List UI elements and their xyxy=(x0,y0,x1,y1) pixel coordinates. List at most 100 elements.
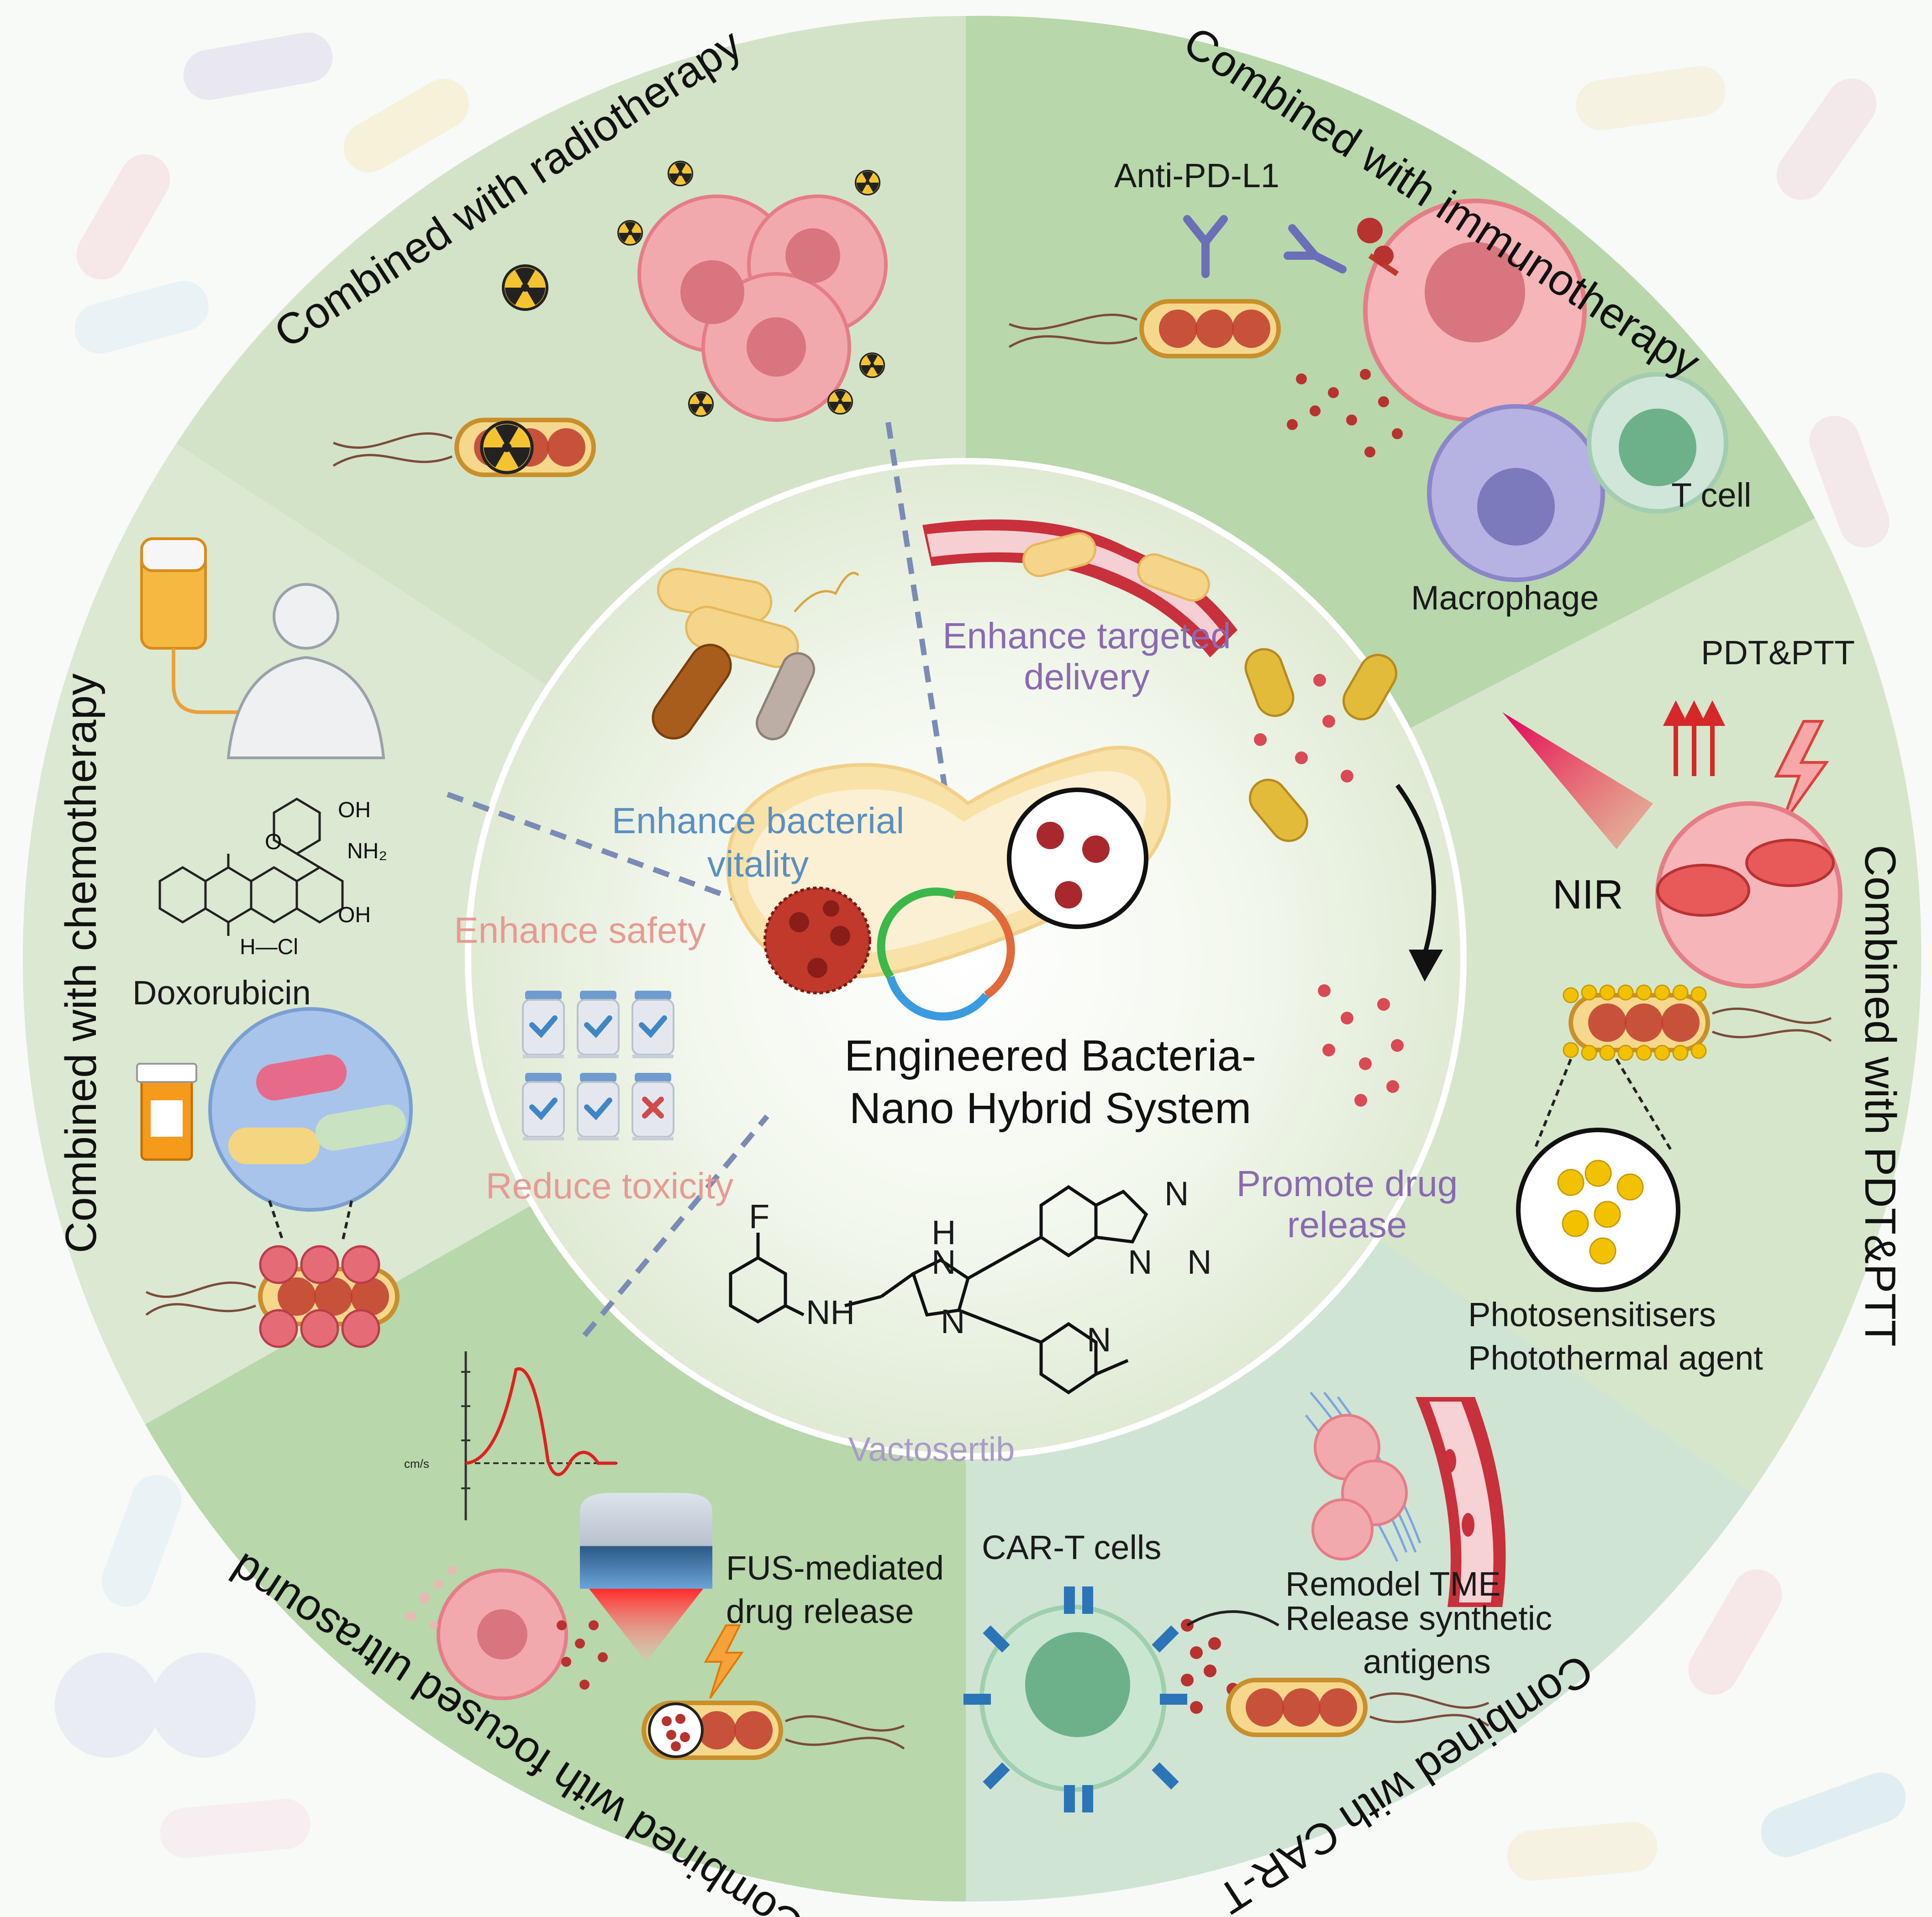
tumor-cell-pdt xyxy=(1655,801,1843,988)
chemotherapy-illustration xyxy=(136,537,413,1348)
label-oxygen-ring: O xyxy=(265,830,282,854)
cart-illustration xyxy=(963,1392,1506,1812)
cytokines xyxy=(1287,369,1403,457)
radiation-icon xyxy=(503,266,547,310)
label-hcl: H—Cl xyxy=(240,935,298,959)
drug-release-dots xyxy=(557,1620,608,1690)
car-t-cell xyxy=(963,1586,1187,1812)
bacterium-cart xyxy=(1228,1680,1490,1735)
atom-n-pyridine: N xyxy=(1087,1321,1111,1359)
nano-aggregate xyxy=(763,887,871,994)
label-doxorubicin: Doxorubicin xyxy=(132,974,311,1012)
label-remodel-tme: Remodel TME xyxy=(1285,1565,1501,1603)
bacterium-chemo xyxy=(145,1245,397,1348)
label-anti-pd-l1: Anti-PD-L1 xyxy=(1114,157,1279,194)
label-enhance-targeted-1: Enhance targeted xyxy=(942,615,1231,656)
label-vactosertib: Vactosertib xyxy=(848,1430,1015,1468)
zoom-lines-pdt xyxy=(1533,1058,1673,1151)
label-fus-line2: drug release xyxy=(726,1592,914,1630)
label-photosensitisers: Photosensitisers xyxy=(1468,1296,1716,1334)
label-t-cell: T cell xyxy=(1671,476,1751,514)
tumor-cluster-cart xyxy=(1311,1414,1408,1560)
macrophage-cell xyxy=(1427,404,1605,582)
arrow-cart xyxy=(1186,1610,1279,1627)
label-pdt-ptt-tag: PDT&PTT xyxy=(1701,634,1855,672)
label-enhance-vitality-1: Enhance bacterial xyxy=(612,800,904,841)
inner-dividers xyxy=(446,422,957,1337)
heat-arrows xyxy=(1663,700,1726,776)
label-nir: NIR xyxy=(1553,872,1623,918)
vitality-bacteria xyxy=(652,567,859,741)
safety-vials xyxy=(522,990,674,1141)
atom-f: F xyxy=(749,1197,769,1235)
bacterium-pdt xyxy=(1563,984,1832,1061)
plasmid-icon xyxy=(877,888,1015,1021)
title-pdt-ptt: Combined with PDT&PTT xyxy=(1856,845,1905,1347)
lysing-bacteria xyxy=(1244,648,1397,842)
atom-nh: NH xyxy=(806,1293,855,1331)
label-nh2: NH₂ xyxy=(347,839,387,863)
antibody-icon xyxy=(1183,215,1347,278)
atom-n-triazole-2: N xyxy=(1187,1243,1211,1281)
atom-h: H xyxy=(932,1213,956,1251)
tumor-cell-fus xyxy=(406,1566,568,1700)
released-drug-dots xyxy=(1254,674,1404,1107)
capsules-zoom xyxy=(208,1007,413,1212)
zoom-circle-pdt xyxy=(1516,1128,1680,1292)
label-photothermal-agent: Photothermal agent xyxy=(1468,1339,1763,1377)
lightning-icon xyxy=(1774,720,1829,827)
bacterium-immuno xyxy=(1008,301,1279,356)
label-fus-line1: FUS-mediated xyxy=(726,1549,944,1587)
label-enhance-targeted-2: delivery xyxy=(1024,657,1150,697)
blood-vessel-cart xyxy=(1416,1397,1506,1607)
radiation-icon-small xyxy=(688,391,714,417)
pdt-illustration xyxy=(1502,700,1843,1292)
label-oh-side: OH xyxy=(338,903,371,927)
vactosertib-structure xyxy=(729,1185,1148,1395)
label-promote-release-1: Promote drug xyxy=(1237,1163,1458,1204)
radiotherapy-illustration xyxy=(332,160,888,475)
label-enhance-safety: Enhance safety xyxy=(454,910,705,951)
radiation-icon-small xyxy=(854,169,881,196)
blood-vessel-targeted xyxy=(922,519,1237,657)
label-release-antigens: Release synthetic xyxy=(1285,1599,1552,1637)
patient-icon xyxy=(226,583,385,759)
ultrasound-illustration xyxy=(406,1351,905,1758)
inner-circle xyxy=(465,458,1467,1460)
center-title-line1: Engineered Bacteria- xyxy=(844,1031,1256,1080)
nir-beam xyxy=(1502,712,1653,849)
zoom-lines-chemo xyxy=(268,1200,353,1242)
release-arrow-head xyxy=(1409,950,1443,982)
iv-bag-icon xyxy=(140,537,285,714)
bacterium-radio xyxy=(332,420,594,475)
title-chemotherapy: Combined with chemotherapy xyxy=(57,673,105,1253)
atom-n-triazole-1: N xyxy=(1164,1175,1189,1213)
radiation-icon-small xyxy=(617,220,643,246)
atom-n-triazole-3: N xyxy=(1128,1243,1152,1281)
center-title-line2: Nano Hybrid System xyxy=(849,1084,1251,1133)
label-antigens: antigens xyxy=(1363,1643,1491,1681)
atom-n-imidazole-1: N xyxy=(932,1243,956,1281)
radiation-icon-small xyxy=(667,160,694,187)
pill-bottle-icon xyxy=(136,1063,197,1161)
lightning-icon-fus xyxy=(704,1624,744,1699)
background-bacteria xyxy=(55,32,1906,1881)
fus-transducer xyxy=(580,1493,712,1662)
immunotherapy-illustration xyxy=(1008,199,1728,582)
nanoparticle-zoom xyxy=(1007,788,1148,929)
radiation-icon-small xyxy=(827,389,853,415)
label-promote-release-2: release xyxy=(1287,1204,1407,1245)
release-arrow xyxy=(1395,784,1436,955)
atom-n-imidazole-2: N xyxy=(941,1303,965,1340)
doxorubicin-structure xyxy=(158,798,344,936)
radiation-icon-small xyxy=(859,352,885,378)
tumor-cluster xyxy=(637,194,888,422)
t-cell xyxy=(1587,372,1728,514)
label-reduce-toxicity: Reduce toxicity xyxy=(486,1166,733,1206)
label-oh-sugar: OH xyxy=(338,798,371,822)
velocity-plot xyxy=(461,1351,621,1520)
label-macrophage: Macrophage xyxy=(1411,579,1599,617)
bacterium-fus xyxy=(644,1703,905,1758)
label-cart-cells: CAR-T cells xyxy=(982,1528,1161,1566)
